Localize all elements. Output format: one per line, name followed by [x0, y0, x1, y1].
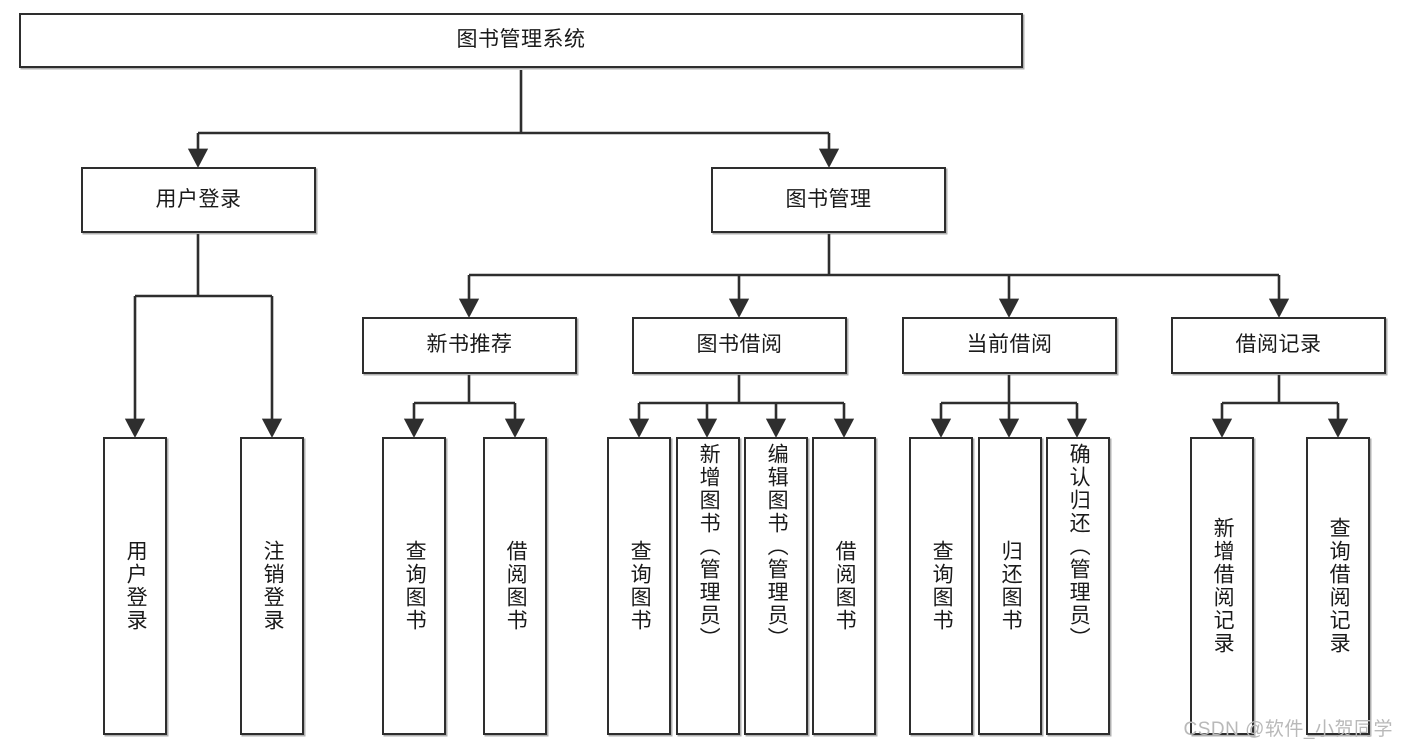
node-leaf-edit-book[interactable]: 编辑图书（管理员）: [744, 437, 808, 735]
node-leaf-borrow-book-1-label: 借阅图书: [504, 540, 528, 632]
node-new-book-recommend-label: 新书推荐: [426, 333, 513, 357]
node-leaf-query-book-3[interactable]: 查询图书: [909, 437, 973, 735]
node-leaf-edit-book-label: 编辑图书（管理员）: [765, 443, 789, 650]
node-leaf-add-book-label: 新增图书（管理员）: [697, 443, 721, 650]
node-leaf-borrow-book-2-label: 借阅图书: [833, 540, 857, 632]
node-leaf-return-book[interactable]: 归还图书: [978, 437, 1042, 735]
node-root-label: 图书管理系统: [456, 28, 586, 52]
node-leaf-borrow-book-2[interactable]: 借阅图书: [812, 437, 876, 735]
node-leaf-query-book-2-label: 查询图书: [628, 540, 652, 632]
node-leaf-confirm-return-label: 确认归还（管理员）: [1067, 443, 1091, 650]
node-book-borrow[interactable]: 图书借阅: [632, 317, 847, 374]
node-leaf-query-record-label: 查询借阅记录: [1327, 517, 1351, 655]
node-leaf-logout-login[interactable]: 注销登录: [240, 437, 304, 735]
node-book-management-label: 图书管理: [785, 187, 872, 211]
node-user-login-label: 用户登录: [155, 187, 242, 211]
node-leaf-return-book-label: 归还图书: [999, 540, 1023, 632]
node-book-borrow-label: 图书借阅: [696, 333, 783, 357]
node-leaf-query-book-1[interactable]: 查询图书: [382, 437, 446, 735]
node-user-login[interactable]: 用户登录: [81, 167, 316, 233]
node-leaf-user-login-label: 用户登录: [124, 540, 148, 632]
node-leaf-query-book-2[interactable]: 查询图书: [607, 437, 671, 735]
node-current-borrow[interactable]: 当前借阅: [902, 317, 1117, 374]
node-root[interactable]: 图书管理系统: [19, 13, 1023, 68]
node-leaf-add-record-label: 新增借阅记录: [1211, 517, 1235, 655]
node-borrow-record[interactable]: 借阅记录: [1171, 317, 1386, 374]
node-new-book-recommend[interactable]: 新书推荐: [362, 317, 577, 374]
node-leaf-query-book-1-label: 查询图书: [403, 540, 427, 632]
node-borrow-record-label: 借阅记录: [1235, 333, 1322, 357]
node-leaf-logout-login-label: 注销登录: [261, 540, 285, 632]
node-book-management[interactable]: 图书管理: [711, 167, 946, 233]
node-leaf-query-book-3-label: 查询图书: [930, 540, 954, 632]
node-leaf-add-book[interactable]: 新增图书（管理员）: [676, 437, 740, 735]
node-current-borrow-label: 当前借阅: [966, 333, 1053, 357]
node-leaf-add-record[interactable]: 新增借阅记录: [1190, 437, 1254, 735]
node-leaf-borrow-book-1[interactable]: 借阅图书: [483, 437, 547, 735]
node-leaf-confirm-return[interactable]: 确认归还（管理员）: [1046, 437, 1110, 735]
csdn-watermark: CSDN @软件_小贺同学: [1183, 719, 1393, 740]
node-leaf-query-record[interactable]: 查询借阅记录: [1306, 437, 1370, 735]
node-leaf-user-login[interactable]: 用户登录: [103, 437, 167, 735]
